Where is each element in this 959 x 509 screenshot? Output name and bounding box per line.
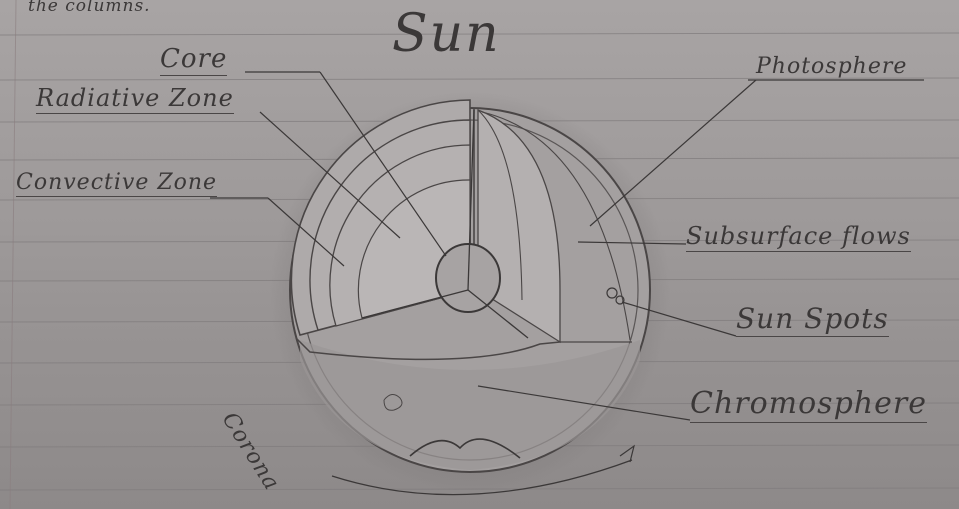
margin-line (10, 0, 16, 509)
label-radiative-zone: Radiative Zone (36, 84, 234, 114)
label-sun-spots: Sun Spots (736, 302, 889, 337)
top-note: the columns. (28, 0, 151, 16)
label-core: Core (160, 44, 227, 76)
label-subsurface-flows: Subsurface flows (686, 222, 911, 252)
label-photosphere: Photosphere (756, 54, 907, 79)
label-chromosphere: Chromosphere (690, 386, 927, 423)
label-convective-zone: Convective Zone (16, 170, 217, 197)
page-title: Sun (392, 4, 501, 64)
